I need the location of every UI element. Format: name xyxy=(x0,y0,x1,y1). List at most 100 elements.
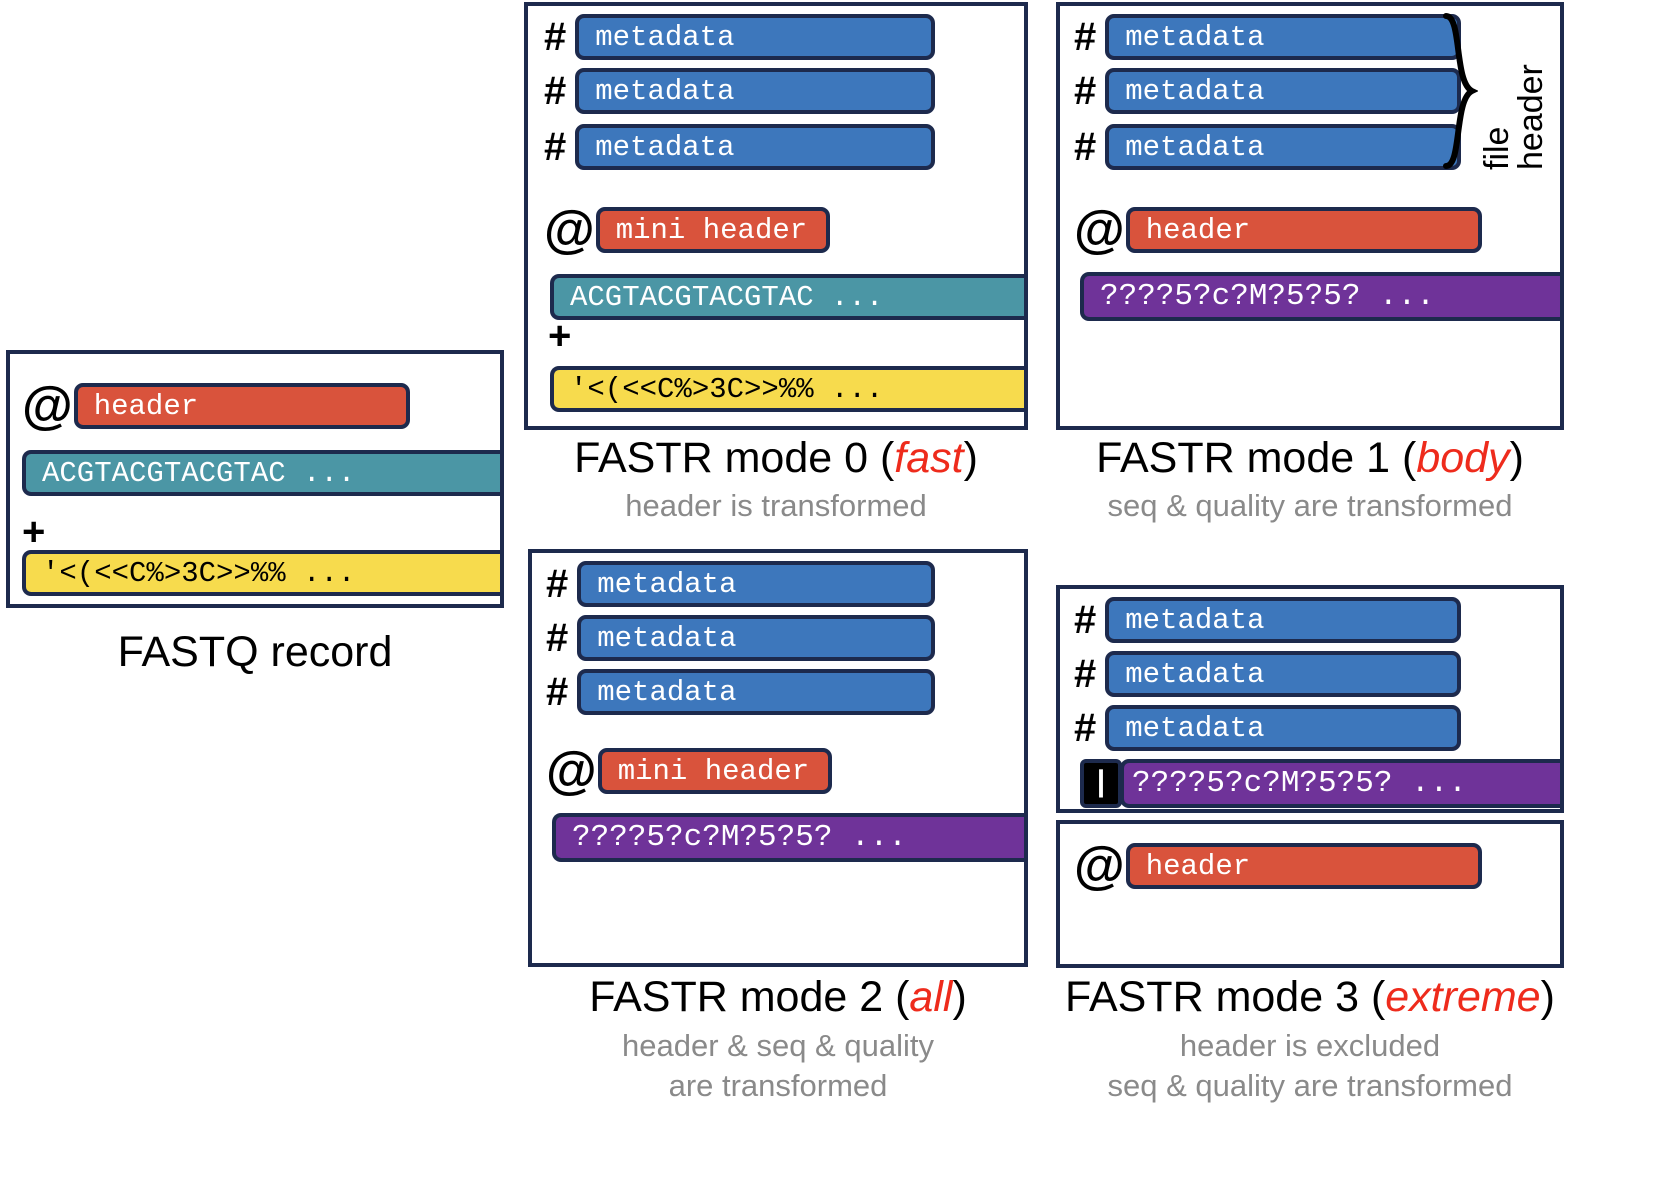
mode3-encoded-body-row: | ????5?c?M?5?5? ... xyxy=(1080,759,1560,808)
mode2-title-name: all xyxy=(909,973,953,1021)
header-bar: header xyxy=(1125,843,1482,889)
mode2-metadata-row-2: # metadata xyxy=(546,615,936,661)
mode2-panel: # metadata # metadata # metadata @ mini … xyxy=(528,549,1028,967)
mode1-title-suffix: ) xyxy=(1509,434,1524,482)
mode2-title-suffix: ) xyxy=(952,973,967,1021)
fastq-sequence-row: ACGTACGTACGTAC ... xyxy=(22,450,500,496)
hash-icon: # xyxy=(544,125,567,169)
mode3-panel-body: # metadata # metadata # metadata | ????5… xyxy=(1056,585,1564,813)
encoded-body-bar: ????5?c?M?5?5? ... xyxy=(552,813,1024,862)
quality-bar: '<(<<C%>3C>>%% ... xyxy=(550,366,1024,412)
mode1-subtitle-line-1: seq & quality are transformed xyxy=(1107,488,1513,523)
hash-icon: # xyxy=(544,69,567,113)
mode2-title: FASTR mode 2 (all) xyxy=(528,973,1028,1021)
hash-icon: # xyxy=(1074,706,1097,750)
mode0-title-prefix: FASTR mode 0 ( xyxy=(574,434,895,482)
mode2-title-prefix: FASTR mode 2 ( xyxy=(589,973,910,1021)
metadata-bar: metadata xyxy=(1105,651,1462,697)
mode2-metadata-row-3: # metadata xyxy=(546,669,936,715)
mode1-metadata-row-1: # metadata xyxy=(1074,14,1462,60)
mode0-sequence-row: ACGTACGTACGTAC ... xyxy=(550,274,1024,320)
fastq-record-caption: FASTQ record xyxy=(117,628,393,676)
mode0-mini-header-row: @ mini header xyxy=(544,204,830,256)
metadata-bar: metadata xyxy=(577,669,936,715)
mode0-quality-row: '<(<<C%>3C>>%% ... xyxy=(550,366,1024,412)
hash-icon: # xyxy=(1074,598,1097,642)
metadata-bar: metadata xyxy=(1105,124,1462,170)
hash-icon: # xyxy=(544,15,567,59)
hash-icon: # xyxy=(546,670,569,714)
metadata-bar: metadata xyxy=(1105,14,1462,60)
curly-brace-icon xyxy=(1443,13,1478,169)
mode0-subtitle: header is transformed xyxy=(524,486,1028,526)
mode0-metadata-row-2: # metadata xyxy=(544,68,936,114)
mode3-header-row: @ header xyxy=(1074,840,1482,892)
mode1-subtitle: seq & quality are transformed xyxy=(1040,486,1580,526)
mode3-subtitle-line-1: header is excluded xyxy=(1179,1028,1441,1063)
mode0-title: FASTR mode 0 (fast) xyxy=(524,434,1028,482)
mode1-header-row: @ header xyxy=(1074,204,1482,256)
metadata-bar: metadata xyxy=(1105,68,1462,114)
encoded-body-bar: ????5?c?M?5?5? ... xyxy=(1120,759,1560,808)
sequence-bar: ACGTACGTACGTAC ... xyxy=(22,450,500,496)
fastq-header-row: @ header xyxy=(22,380,410,432)
mode3-title-suffix: ) xyxy=(1540,973,1555,1021)
mode0-title-suffix: ) xyxy=(963,434,978,482)
metadata-bar: metadata xyxy=(575,124,936,170)
hash-icon: # xyxy=(1074,69,1097,113)
at-icon: @ xyxy=(1074,201,1125,259)
mode0-metadata-row-1: # metadata xyxy=(544,14,936,60)
mini-header-bar: mini header xyxy=(597,748,832,794)
mode0-panel: # metadata # metadata # metadata @ mini … xyxy=(524,2,1028,430)
mode3-subtitle-line-2: seq & quality are transformed xyxy=(1107,1067,1513,1103)
mode3-panel-header: @ header xyxy=(1056,820,1564,968)
mode3-subtitle: header is excluded seq & quality are tra… xyxy=(1040,1026,1580,1105)
plus-icon: + xyxy=(22,510,46,554)
mode0-subtitle-line-1: header is transformed xyxy=(625,488,927,523)
mode3-title-name: extreme xyxy=(1385,973,1541,1021)
mode2-metadata-row-1: # metadata xyxy=(546,561,936,607)
mini-header-bar: mini header xyxy=(595,207,830,253)
mode2-subtitle-line-1: header & seq & quality xyxy=(622,1028,934,1063)
metadata-bar: metadata xyxy=(1105,597,1462,643)
excluded-header-marker: | xyxy=(1080,759,1122,808)
mode2-encoded-body-row: ????5?c?M?5?5? ... xyxy=(552,813,1024,862)
mode1-encoded-body-row: ????5?c?M?5?5? ... xyxy=(1080,272,1560,321)
metadata-bar: metadata xyxy=(1105,705,1462,751)
mode0-title-name: fast xyxy=(894,434,964,482)
mode1-title: FASTR mode 1 (body) xyxy=(1056,434,1564,482)
mode3-title-prefix: FASTR mode 3 ( xyxy=(1065,973,1386,1021)
mode1-panel: # metadata # metadata # metadata file he… xyxy=(1056,2,1564,430)
metadata-bar: metadata xyxy=(575,14,936,60)
mode3-metadata-row-1: # metadata xyxy=(1074,597,1462,643)
metadata-bar: metadata xyxy=(577,561,936,607)
mode3-metadata-row-3: # metadata xyxy=(1074,705,1462,751)
mode1-metadata-row-3: # metadata xyxy=(1074,124,1462,170)
file-header-annotation: file header xyxy=(1442,12,1550,170)
metadata-bar: metadata xyxy=(575,68,936,114)
mode3-title: FASTR mode 3 (extreme) xyxy=(1046,973,1574,1021)
header-bar: header xyxy=(1125,207,1482,253)
at-icon: @ xyxy=(544,201,595,259)
file-header-label: file header xyxy=(1478,64,1550,170)
mode1-title-name: body xyxy=(1416,434,1510,482)
at-icon: @ xyxy=(1074,837,1125,895)
metadata-bar: metadata xyxy=(577,615,936,661)
mode3-metadata-row-2: # metadata xyxy=(1074,651,1462,697)
quality-bar: '<(<<C%>3C>>%% ... xyxy=(22,550,500,596)
fastq-record-panel: @ header ACGTACGTACGTAC ... + '<(<<C%>3C… xyxy=(6,350,504,608)
encoded-body-bar: ????5?c?M?5?5? ... xyxy=(1080,272,1560,321)
mode1-metadata-row-2: # metadata xyxy=(1074,68,1462,114)
sequence-bar: ACGTACGTACGTAC ... xyxy=(550,274,1024,320)
hash-icon: # xyxy=(1074,652,1097,696)
hash-icon: # xyxy=(546,562,569,606)
plus-icon: + xyxy=(548,314,572,358)
mode2-subtitle: header & seq & quality are transformed xyxy=(528,1026,1028,1105)
mode1-title-prefix: FASTR mode 1 ( xyxy=(1096,434,1417,482)
hash-icon: # xyxy=(1074,15,1097,59)
mode2-subtitle-line-2: are transformed xyxy=(668,1067,888,1103)
mode0-plus-row: + xyxy=(548,316,571,356)
hash-icon: # xyxy=(546,616,569,660)
header-bar: header xyxy=(73,383,410,429)
fastq-plus-row: + xyxy=(22,512,45,552)
